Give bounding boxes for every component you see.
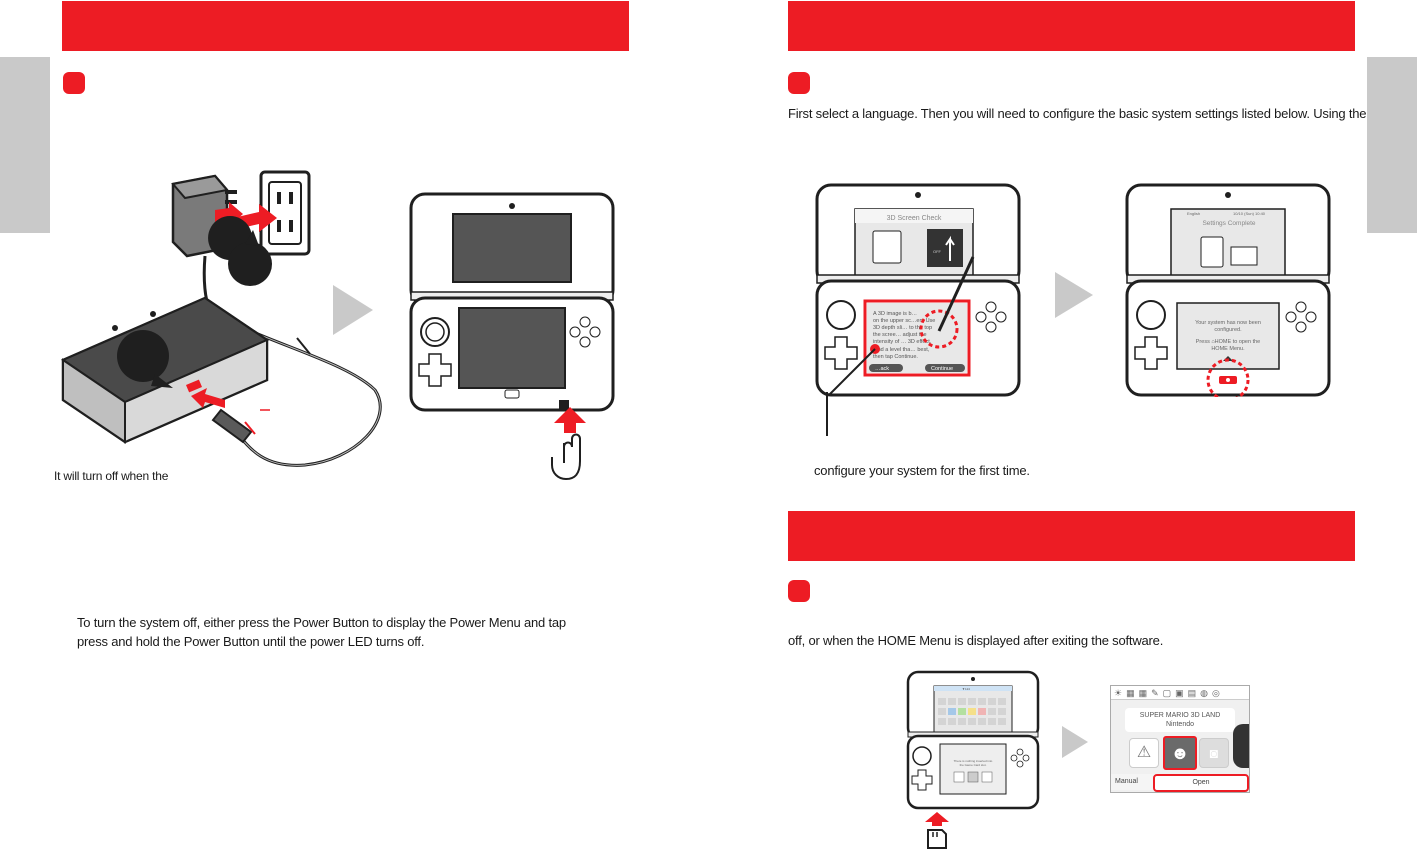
- stylus-callout-line: [826, 392, 828, 436]
- home-menu-zoom: ☀▦▦✎▢▣▤◍◎ SUPER MARIO 3D LAND Nintendo ⚠…: [1110, 685, 1250, 793]
- warning-tile[interactable]: ⚠: [1129, 738, 1159, 768]
- setup-intro: First select a language. Then you will n…: [788, 106, 1367, 121]
- console-power-on: [409, 192, 615, 412]
- right-header-banner-top: [788, 1, 1355, 51]
- check-body-6: Find a level tha… best,: [873, 347, 930, 353]
- game-tile[interactable]: ☻: [1163, 736, 1197, 770]
- game-card-insert-icon: [925, 812, 949, 849]
- complete-date: 10/10 (Sun) 10:40: [1233, 211, 1266, 216]
- software-note: off, or when the HOME Menu is displayed …: [788, 633, 1164, 648]
- charging-illustration: [60, 170, 382, 467]
- complete-body-3: Press ⌂HOME to open the: [1196, 339, 1260, 345]
- check-title: 3D Screen Check: [887, 215, 942, 222]
- step-marker-left: [63, 72, 85, 94]
- scroll-next-tile[interactable]: [1233, 724, 1249, 768]
- game-title: SUPER MARIO 3D LAND: [1139, 712, 1221, 719]
- setup-outro: configure your system for the first time…: [814, 463, 1030, 478]
- manual-button[interactable]: Manual: [1111, 774, 1155, 790]
- right-side-tab: [1367, 57, 1417, 233]
- check-body-1: on the upper sc…en. Use: [873, 318, 935, 324]
- camera-tile[interactable]: ◙: [1199, 738, 1229, 768]
- open-button[interactable]: Open: [1153, 774, 1249, 792]
- complete-title: Settings Complete: [1202, 220, 1255, 227]
- camera-icon: ◙: [1209, 745, 1219, 761]
- complete-body-1: configured.: [1214, 327, 1242, 333]
- home-toolbar: ☀▦▦✎▢▣▤◍◎: [1111, 686, 1249, 700]
- home-top-status: ▼124: [962, 687, 970, 691]
- wall-outlet-icon: [259, 170, 311, 256]
- power-button-press-icon: [551, 407, 586, 481]
- complete-body-4: HOME Menu.: [1211, 346, 1245, 352]
- next-arrow-left: [333, 285, 373, 335]
- mario-icon: ☻: [1170, 743, 1190, 763]
- complete-language: English: [1187, 211, 1200, 216]
- check-body-2: 3D depth sli… to the top: [873, 325, 932, 331]
- complete-body-0: Your system has now been: [1195, 320, 1261, 326]
- console-settings-complete: English 10/10 (Sun) 10:40 Settings Compl…: [1125, 183, 1331, 397]
- game-publisher: Nintendo: [1165, 721, 1195, 728]
- step-marker-right-bottom: [788, 580, 810, 602]
- check-continue-button[interactable]: Continue: [931, 366, 953, 372]
- left-header-banner: [62, 1, 629, 51]
- right-header-banner-middle: [788, 511, 1355, 561]
- check-body-7: then tap Continue.: [873, 354, 918, 360]
- console-home-menu: ▼124 There is nothing inserted into the …: [906, 670, 1040, 810]
- connector-arrow-icon: [191, 388, 225, 408]
- turn-off-note: It will turn off when the: [54, 469, 169, 483]
- check-body-0: A 3D image is b…: [873, 311, 917, 317]
- warning-icon: ⚠: [1136, 744, 1152, 761]
- console-3d-screen-check: 3D Screen Check OFF A 3D image is b… on …: [815, 183, 1021, 397]
- game-title-panel: SUPER MARIO 3D LAND Nintendo: [1125, 708, 1235, 732]
- power-off-line-2: press and hold the Power Button until th…: [77, 634, 425, 649]
- next-arrow-right-bottom: [1062, 726, 1088, 758]
- step-marker-right-top: [788, 72, 810, 94]
- check-body-3: the scree… adjust the: [873, 332, 927, 338]
- check-body-4: intensity of … 3D effect.: [873, 339, 932, 345]
- home-bottom-text-1: the Game Card slot.: [960, 763, 987, 767]
- next-arrow-right-top: [1055, 272, 1093, 318]
- left-side-tab: [0, 57, 50, 233]
- home-bottom-text-0: There is nothing inserted into: [954, 759, 993, 763]
- check-back-button[interactable]: …ack: [875, 366, 889, 372]
- home-button-highlight: [1206, 358, 1250, 397]
- check-off-label: OFF: [933, 249, 942, 254]
- power-off-line-1: To turn the system off, either press the…: [77, 615, 566, 630]
